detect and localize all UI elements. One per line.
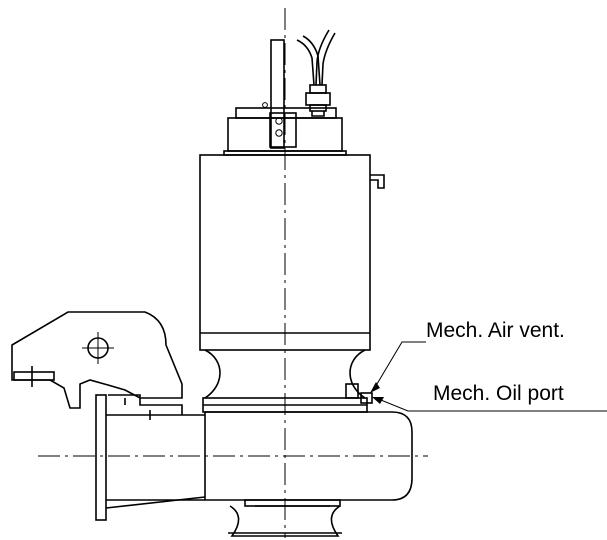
air-vent-label: Mech. Air vent.	[426, 319, 565, 342]
bottom-inlet	[228, 505, 342, 537]
guide-rail-bracket	[11, 311, 183, 415]
volute-casing	[204, 411, 413, 507]
lifting-hook	[370, 174, 385, 189]
cable-guide-plate	[262, 39, 297, 149]
motor-housing	[199, 154, 385, 351]
oil-port-label: Mech. Oil port	[433, 382, 564, 405]
oil-port-plug	[360, 392, 373, 404]
power-cables	[296, 29, 336, 117]
discharge-pipe	[95, 394, 206, 521]
air-vent-leader	[370, 341, 426, 393]
oil-port-leader	[372, 397, 607, 412]
